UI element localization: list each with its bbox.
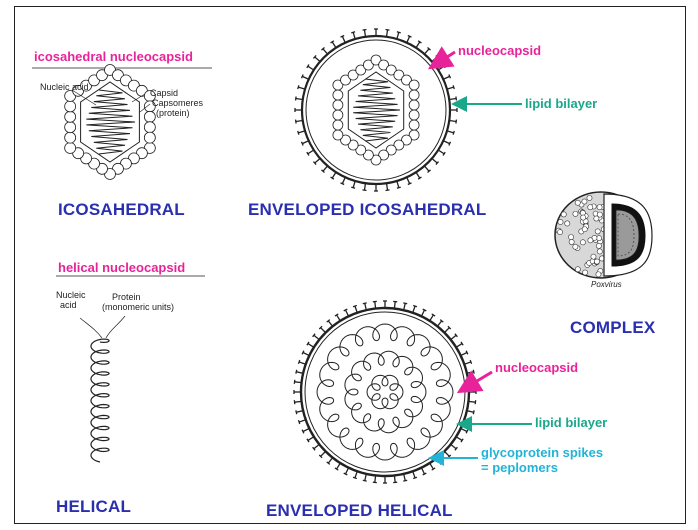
- arrow-nucleocapsid: [433, 52, 455, 66]
- label-helical-nucleic: Nucleic: [56, 290, 86, 300]
- label-nucleic-acid: Nucleic acid: [40, 82, 89, 92]
- caption-enveloped-helical: ENVELOPED HELICAL: [266, 501, 453, 521]
- label-helical-nucleocapsid: helical nucleocapsid: [58, 260, 185, 275]
- label-icosahedral-nucleocapsid: icosahedral nucleocapsid: [34, 49, 193, 64]
- label-poxvirus: Poxvirus: [591, 280, 622, 290]
- enveloped-helical-virion: [294, 301, 476, 483]
- caption-enveloped-icosahedral: ENVELOPED ICOSAHEDRAL: [248, 200, 486, 220]
- label-nucleocapsid: nucleocapsid: [458, 43, 541, 58]
- caption-icosahedral: ICOSAHEDRAL: [58, 200, 185, 220]
- enveloped-icosahedral-virion: [295, 29, 457, 191]
- label-glycoprotein-spikes: glycoprotein spikes: [481, 445, 603, 460]
- label-lipid-bilayer-helical: lipid bilayer: [535, 415, 607, 430]
- caption-complex: COMPLEX: [570, 318, 655, 338]
- label-nucleocapsid-helical: nucleocapsid: [495, 360, 578, 375]
- label-capsomeres: Capsomeres: [152, 98, 203, 108]
- label-helical-protein: Protein: [112, 292, 141, 302]
- label-lipid-bilayer: lipid bilayer: [525, 96, 597, 111]
- label-helical-units: (monomeric units): [102, 302, 174, 312]
- label-peplomers: = peplomers: [481, 460, 558, 475]
- caption-helical: HELICAL: [56, 497, 131, 517]
- label-protein-paren: (protein): [156, 108, 190, 118]
- label-helical-acid: acid: [60, 300, 77, 310]
- label-capsid: Capsid: [150, 88, 178, 98]
- helical-nucleocapsid: [80, 316, 125, 462]
- poxvirus-illustration: [555, 192, 652, 278]
